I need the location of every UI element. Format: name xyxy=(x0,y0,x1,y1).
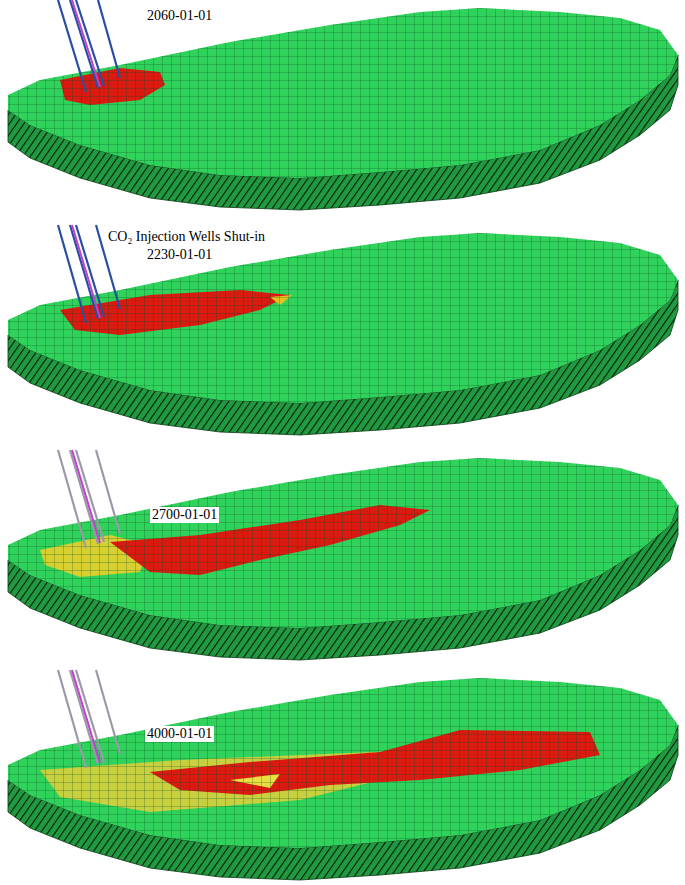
event-note: CO₂ Injection Wells Shut-in xyxy=(106,229,267,245)
date-label: 2230-01-01 xyxy=(145,247,214,263)
date-label: 4000-01-01 xyxy=(145,726,214,742)
date-label: 2060-01-01 xyxy=(145,8,214,24)
date-label: 2700-01-01 xyxy=(150,507,219,523)
